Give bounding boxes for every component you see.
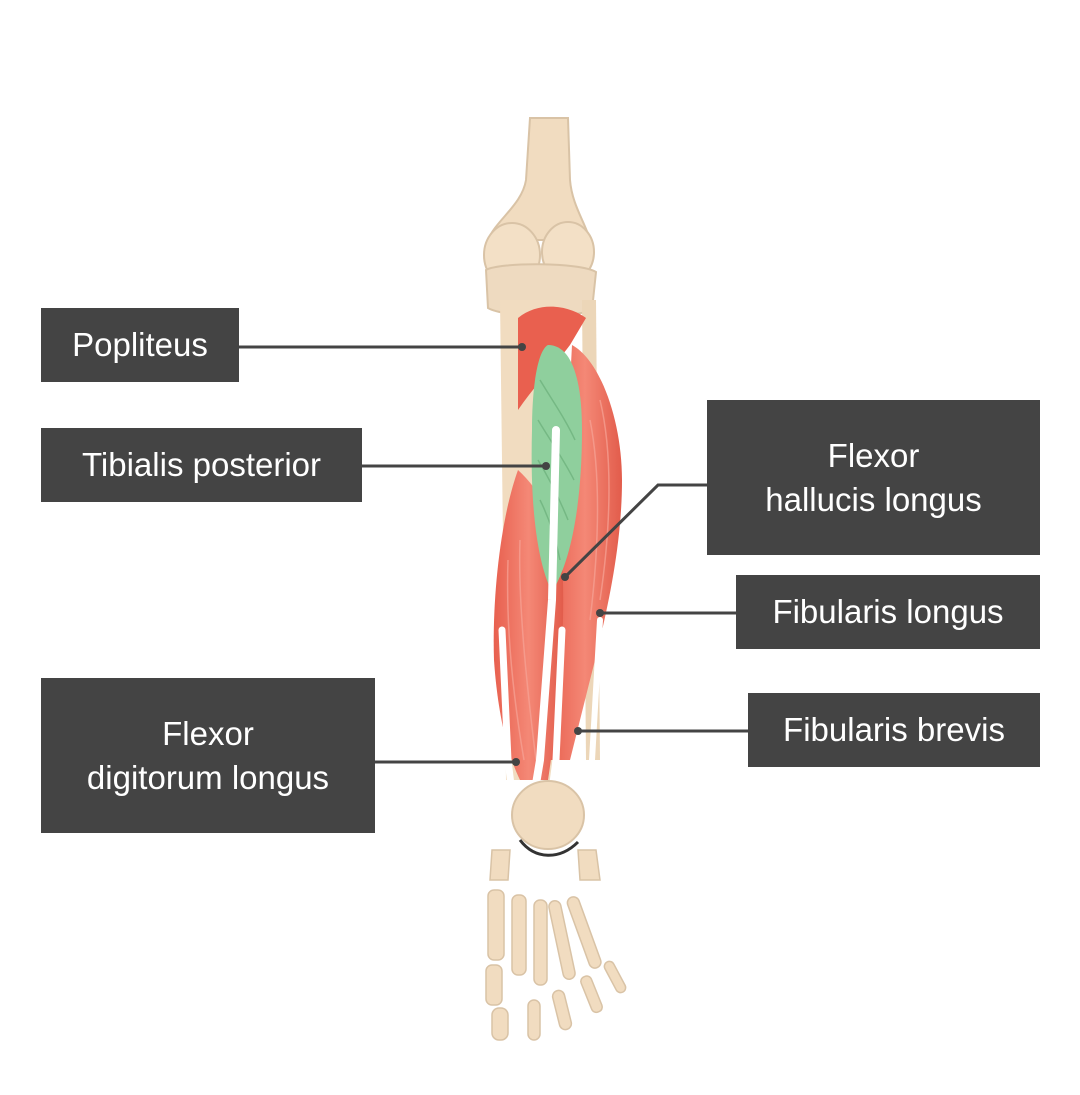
label-fibularis-longus-text: Fibularis longus <box>772 593 1004 630</box>
label-fibularis-brevis: Fibularis brevis <box>748 693 1040 767</box>
talus-bone <box>511 780 585 850</box>
label-flexor-hallucis-longus: Flexor hallucis longus <box>707 400 1040 555</box>
label-fhl-line1: Flexor <box>827 436 920 474</box>
label-popliteus: Popliteus <box>41 308 239 382</box>
femur-bone <box>486 117 592 241</box>
label-tibialis-posterior: Tibialis posterior <box>41 428 362 502</box>
ankle-contour <box>518 839 580 857</box>
lateral-muscle-mass <box>548 345 622 760</box>
label-fibularis-longus: Fibularis longus <box>736 575 1040 649</box>
label-fdl-line2: digitorum longus <box>86 758 330 796</box>
leader-endpoints <box>512 343 604 766</box>
label-fdl-line1: Flexor <box>162 714 254 752</box>
leader-flexor-hallucis-longus <box>563 483 707 579</box>
foot-bones <box>485 849 627 1041</box>
label-flexor-digitorum-longus: Flexor digitorum longus <box>41 678 375 833</box>
label-fhl-line2: hallucis longus <box>765 480 982 518</box>
muscle-fibres <box>506 399 610 761</box>
label-fibularis-brevis-text: Fibularis brevis <box>783 711 1005 748</box>
leader-lines <box>239 345 748 764</box>
label-tibialis-posterior-text: Tibialis posterior <box>81 446 322 483</box>
label-popliteus-text: Popliteus <box>72 326 208 363</box>
